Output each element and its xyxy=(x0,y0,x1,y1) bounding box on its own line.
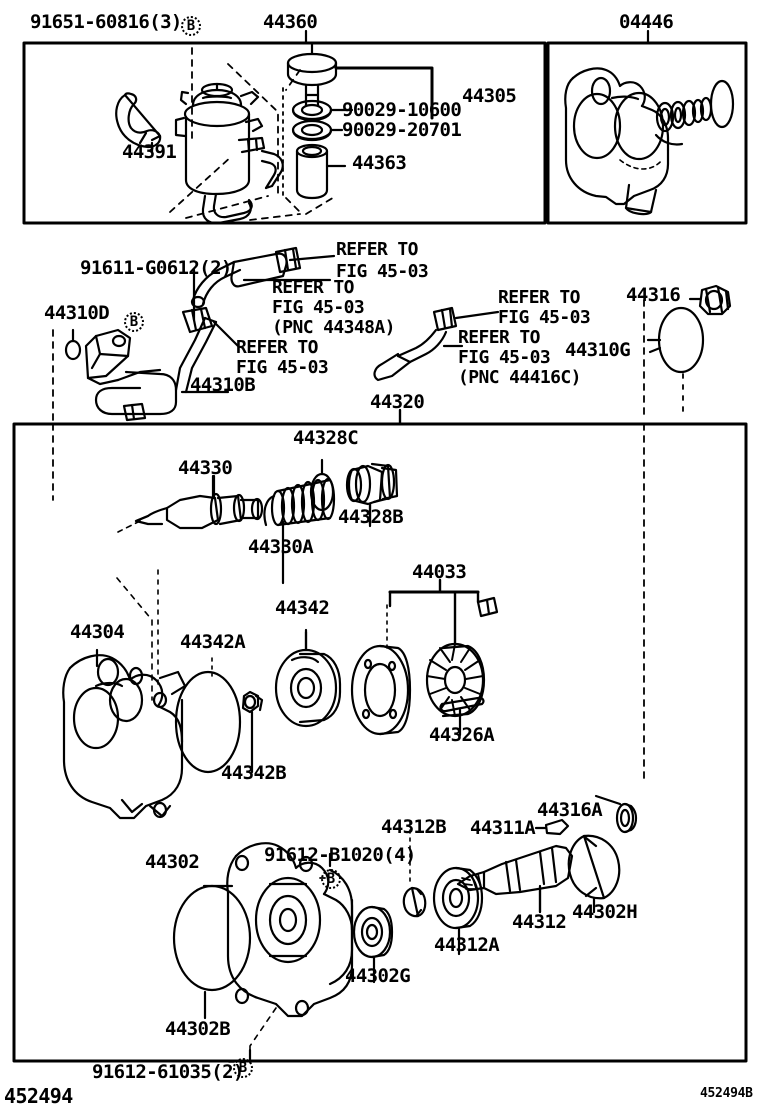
refer-note-2-line1: REFER TO xyxy=(272,277,355,298)
label-44342B: 44342B xyxy=(221,762,287,784)
refer-note-5-line3: (PNC 44416C) xyxy=(458,367,581,388)
label-44305: 44305 xyxy=(462,85,517,107)
label-44310B: 44310B xyxy=(190,374,256,396)
label-04446: 04446 xyxy=(619,11,674,33)
refer-note-1-line2: FIG 45-03 xyxy=(336,261,429,282)
label-44328C: 44328C xyxy=(293,427,359,449)
label-44326A: 44326A xyxy=(429,724,495,746)
label-44330: 44330 xyxy=(178,457,233,479)
label-44033: 44033 xyxy=(412,561,467,583)
refer-note-4-line1: REFER TO xyxy=(498,287,581,308)
label-90029-20701: 90029-20701 xyxy=(342,119,462,141)
label-44312B: 44312B xyxy=(381,816,447,838)
circled-b-marker-hose: B xyxy=(124,312,144,332)
label-44312: 44312 xyxy=(512,911,567,933)
label-90029-10600: 90029-10600 xyxy=(342,99,462,121)
label-44302B: 44302B xyxy=(165,1018,231,1040)
label-44302G: 44302G xyxy=(345,965,411,987)
label-44310G: 44310G xyxy=(565,339,631,361)
figure-code-left: 452494 xyxy=(4,1084,73,1108)
label-44311A: 44311A xyxy=(470,817,536,839)
refer-note-1-line1: REFER TO xyxy=(336,239,419,260)
label-44316: 44316 xyxy=(626,284,681,306)
refer-note-4-line2: FIG 45-03 xyxy=(498,307,591,328)
figure-code-right: 452494B xyxy=(700,1086,753,1101)
refer-note-2-line2: FIG 45-03 xyxy=(272,297,365,318)
circled-b-marker-bottom: B xyxy=(233,1058,253,1078)
label-44302: 44302 xyxy=(145,851,200,873)
label-44304: 44304 xyxy=(70,621,125,643)
label-44342A: 44342A xyxy=(180,631,246,653)
label-44328B: 44328B xyxy=(338,506,404,528)
label-91612-61035: 91612-61035(2) xyxy=(92,1061,244,1083)
label-44320: 44320 xyxy=(370,391,425,413)
label-91611-G0612: 91611-G0612(2) xyxy=(80,257,232,279)
label-44330A: 44330A xyxy=(248,536,314,558)
label-44360: 44360 xyxy=(263,11,318,33)
label-44310D: 44310D xyxy=(44,302,110,324)
label-91612-B1020: 91612-B1020(4) xyxy=(264,844,416,866)
circled-b-marker-pump: B xyxy=(321,869,341,889)
label-44342: 44342 xyxy=(275,597,330,619)
label-44391: 44391 xyxy=(122,141,177,163)
refer-note-3-line1: REFER TO xyxy=(236,337,319,358)
refer-note-3-line2: FIG 45-03 xyxy=(236,357,329,378)
label-44316A: 44316A xyxy=(537,799,603,821)
label-44363: 44363 xyxy=(352,152,407,174)
refer-note-5-line1: REFER TO xyxy=(458,327,541,348)
label-44312A: 44312A xyxy=(434,934,500,956)
refer-note-5-line2: FIG 45-03 xyxy=(458,347,551,368)
circled-b-marker-top: B xyxy=(181,16,201,36)
refer-note-2-line3: (PNC 44348A) xyxy=(272,317,395,338)
label-44302H: 44302H xyxy=(572,901,638,923)
label-91651-60816: 91651-60816(3) xyxy=(30,11,182,33)
